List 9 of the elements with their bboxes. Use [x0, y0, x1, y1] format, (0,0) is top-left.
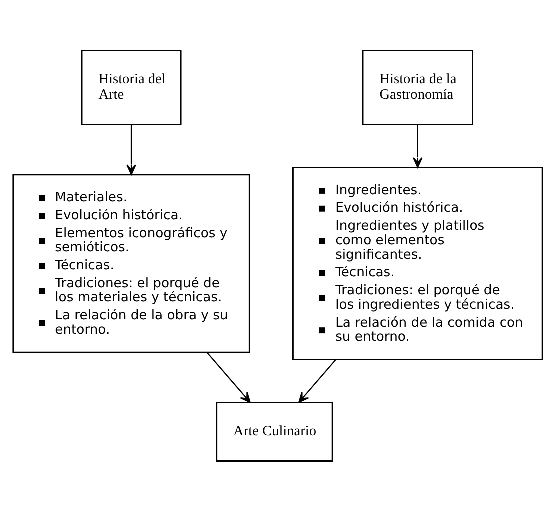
node-box: Materiales. Evolución histórica. Elementos iconográficos y semióticos. Técnicas. Tradiciones: el porqué de los materiales y técnicas. La relación de la obra y su entorno.: [12, 174, 250, 354]
node-box: Ingredientes. Evolución histórica. Ingredientes y platillos como elementos significantes. Técnicas. Tradiciones: el porqué de los ingredientes y técnicas. La relación de la comida con su entorno.: [292, 167, 544, 361]
arrow: [298, 360, 336, 404]
node-box: Historia de la Gastronomía: [362, 50, 474, 126]
node-box: Historia del Arte: [81, 50, 182, 126]
arrow: [126, 124, 136, 176]
arrow: [413, 124, 423, 168]
node-box: Arte Culinario: [216, 402, 334, 462]
arrow: [206, 352, 251, 404]
